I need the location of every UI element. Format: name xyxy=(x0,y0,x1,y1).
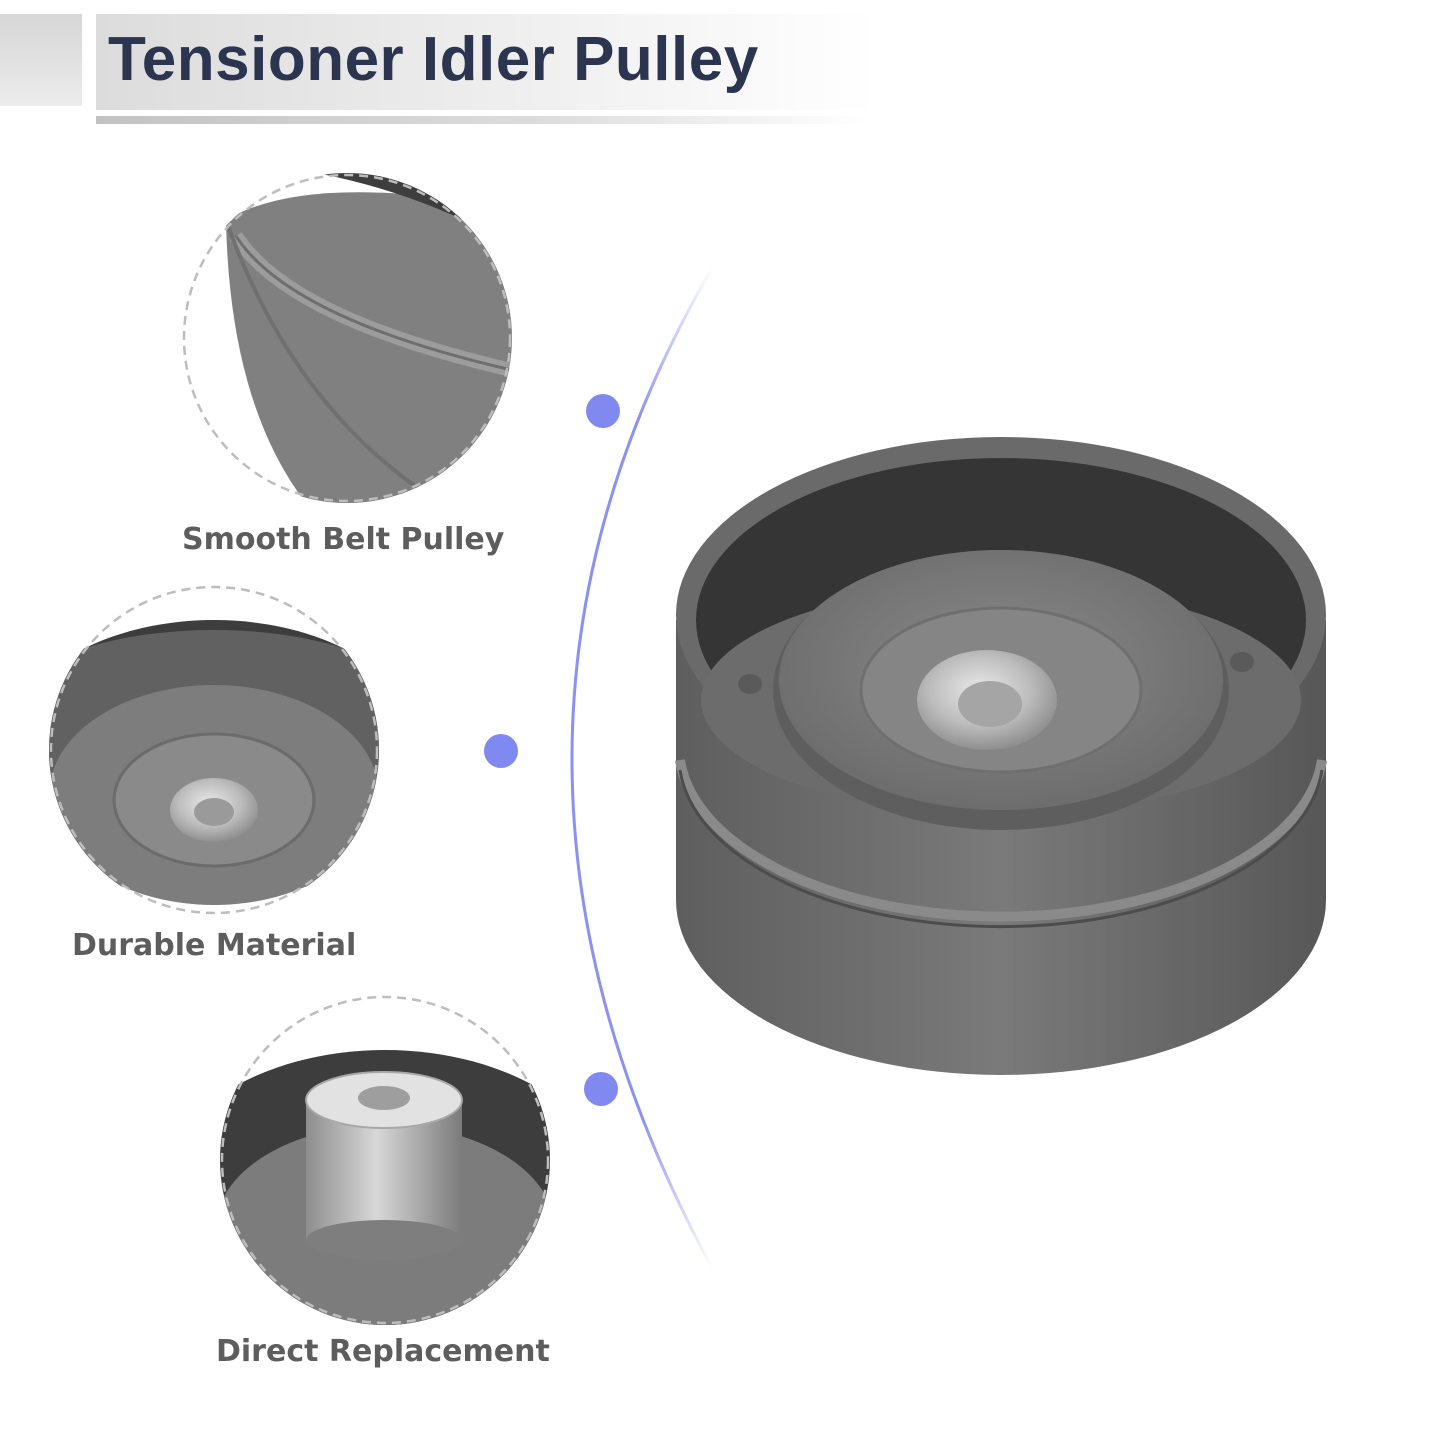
feature-caption-durable-material: Durable Material xyxy=(72,928,357,963)
connector-dot xyxy=(484,734,518,768)
connector-dot xyxy=(584,1072,618,1106)
title-banner xyxy=(96,14,876,110)
title-accent-block xyxy=(0,14,82,106)
pulley-rim-closeup-icon xyxy=(182,173,512,503)
connector-dot xyxy=(586,394,620,428)
tensioner-idler-pulley-icon xyxy=(675,437,1327,1075)
pulley-bearing-closeup-icon xyxy=(49,585,379,915)
feature-caption-smooth-belt: Smooth Belt Pulley xyxy=(182,522,505,557)
title-underline xyxy=(96,116,866,124)
pulley-sleeve-closeup-icon xyxy=(220,995,550,1325)
feature-caption-direct-replacement: Direct Replacement xyxy=(216,1334,550,1369)
connector-arc xyxy=(570,267,714,1269)
page-title: Tensioner Idler Pulley xyxy=(108,25,759,94)
